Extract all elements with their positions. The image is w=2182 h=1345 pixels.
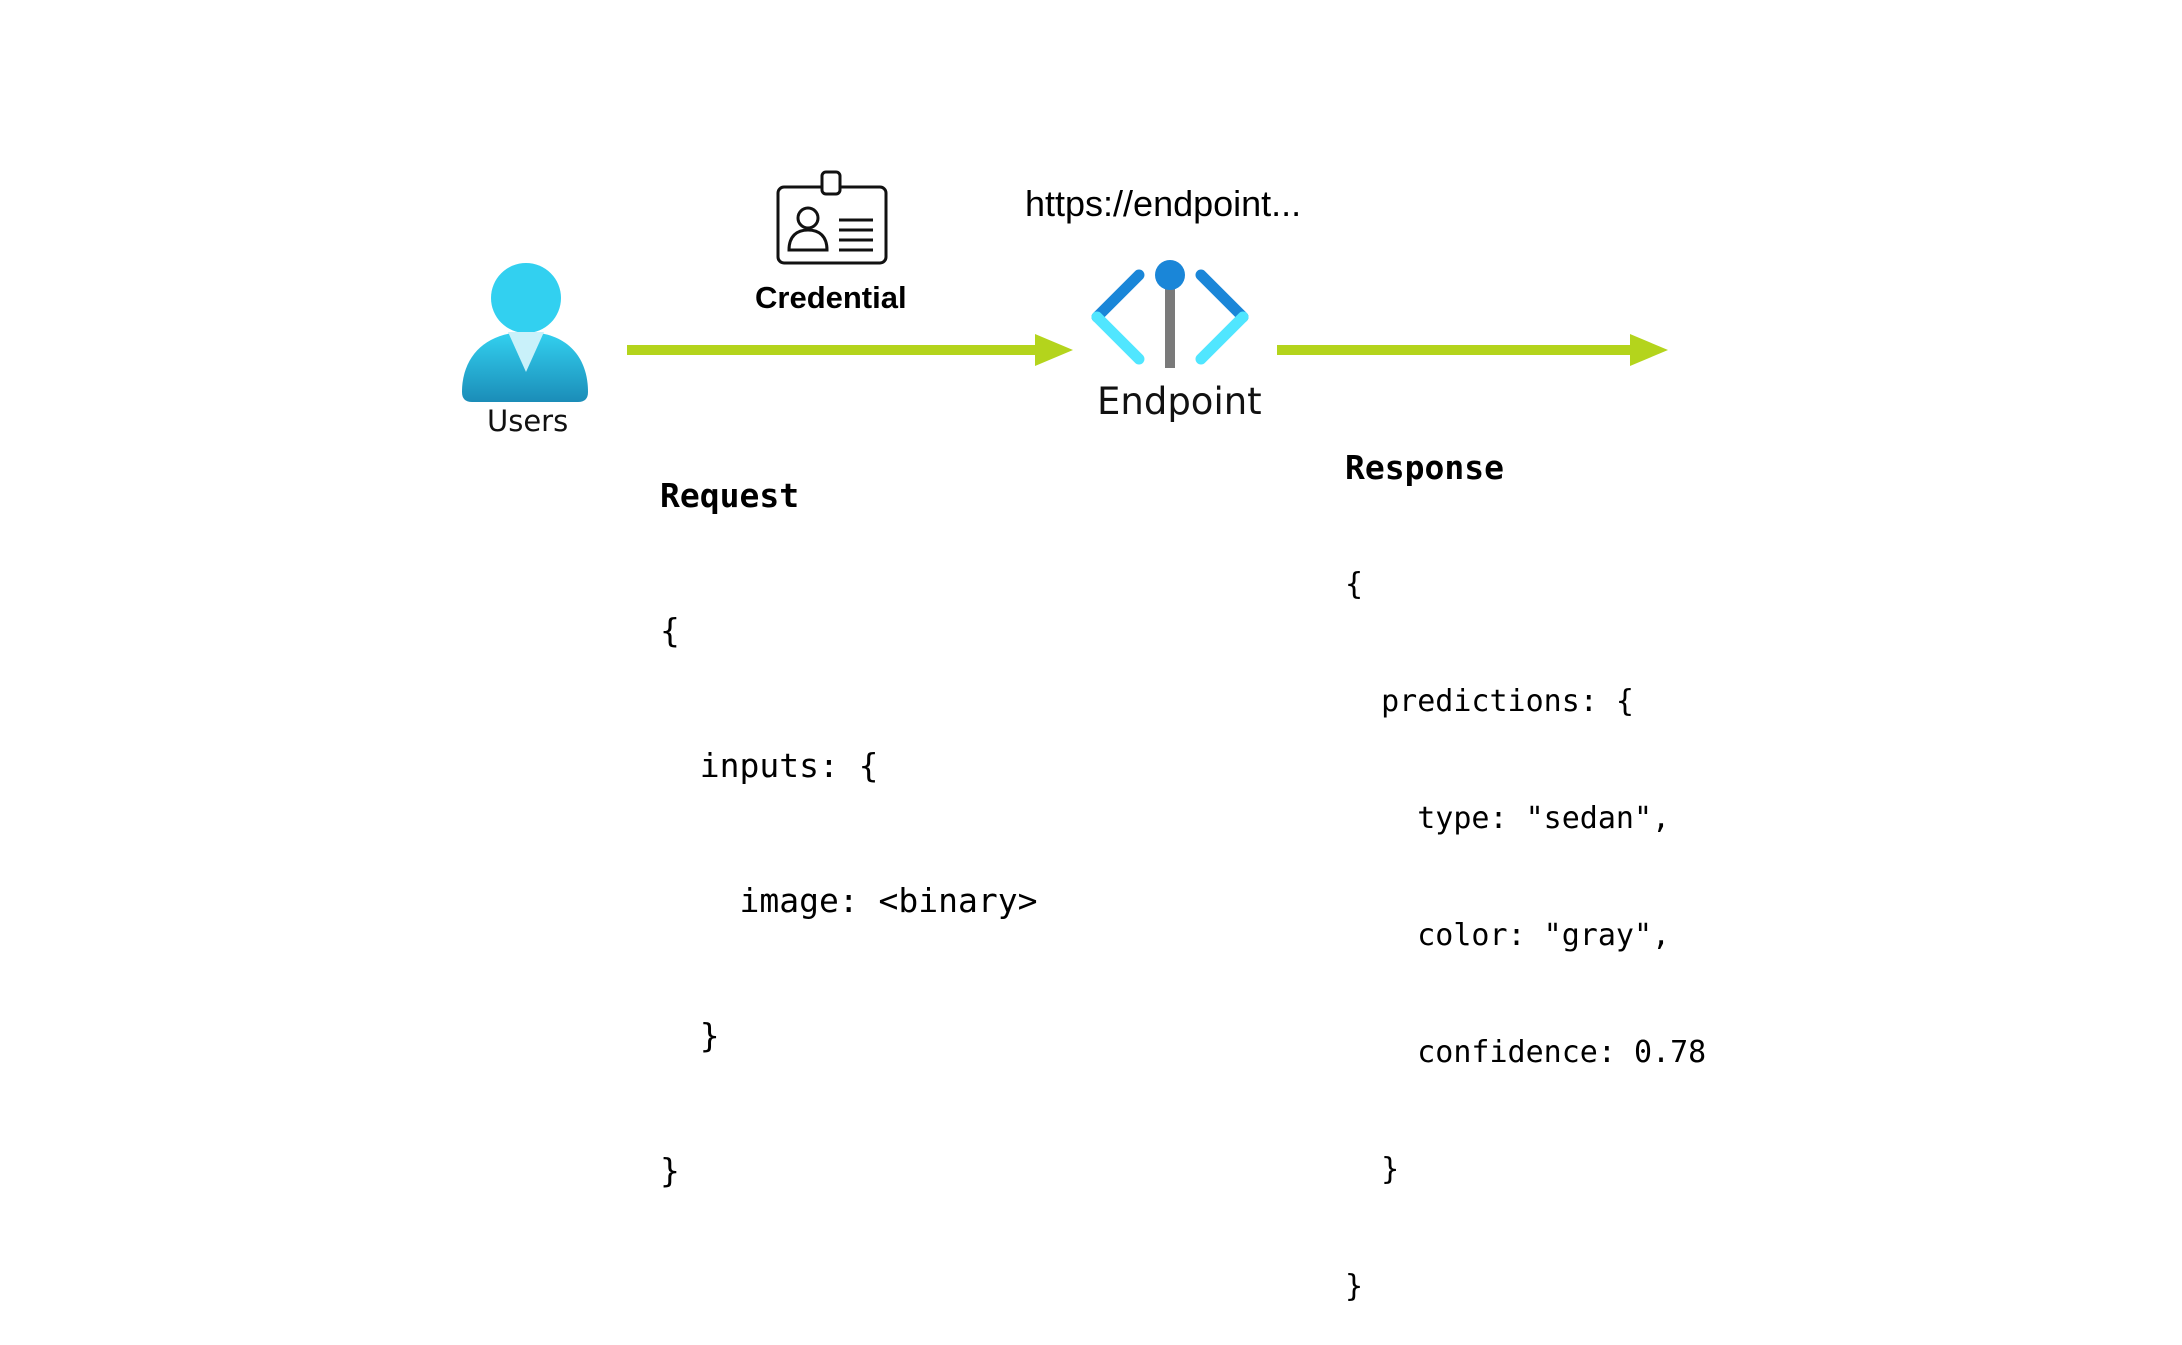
request-line: } (660, 1016, 720, 1055)
response-line: confidence: 0.78 (1345, 1035, 1707, 1070)
request-arrow (627, 334, 1073, 366)
response-line: } (1345, 1269, 1364, 1304)
response-line: { (1345, 567, 1364, 602)
user-icon (462, 263, 588, 402)
request-title: Request (660, 476, 800, 515)
response-line: } (1345, 1152, 1400, 1187)
response-title: Response (1345, 448, 1504, 487)
endpoint-icon (1091, 260, 1249, 368)
response-block: Response { predictions: { type: "sedan",… (1345, 370, 1706, 1345)
credential-label: Credential (755, 280, 907, 315)
request-line: image: <binary> (660, 881, 1038, 920)
request-line: } (660, 1151, 680, 1190)
endpoint-label: Endpoint (1097, 380, 1262, 423)
request-block: Request { inputs: { image: <binary> } } (660, 383, 1038, 1238)
request-line: inputs: { (660, 746, 879, 785)
request-line: { (660, 611, 680, 650)
id-card-icon (776, 170, 888, 265)
response-line: predictions: { (1345, 684, 1634, 719)
response-arrow (1277, 334, 1668, 366)
endpoint-url: https://endpoint... (1025, 183, 1302, 224)
users-label: Users (487, 404, 569, 438)
response-line: color: "gray", (1345, 918, 1671, 953)
response-line: type: "sedan", (1345, 801, 1671, 836)
